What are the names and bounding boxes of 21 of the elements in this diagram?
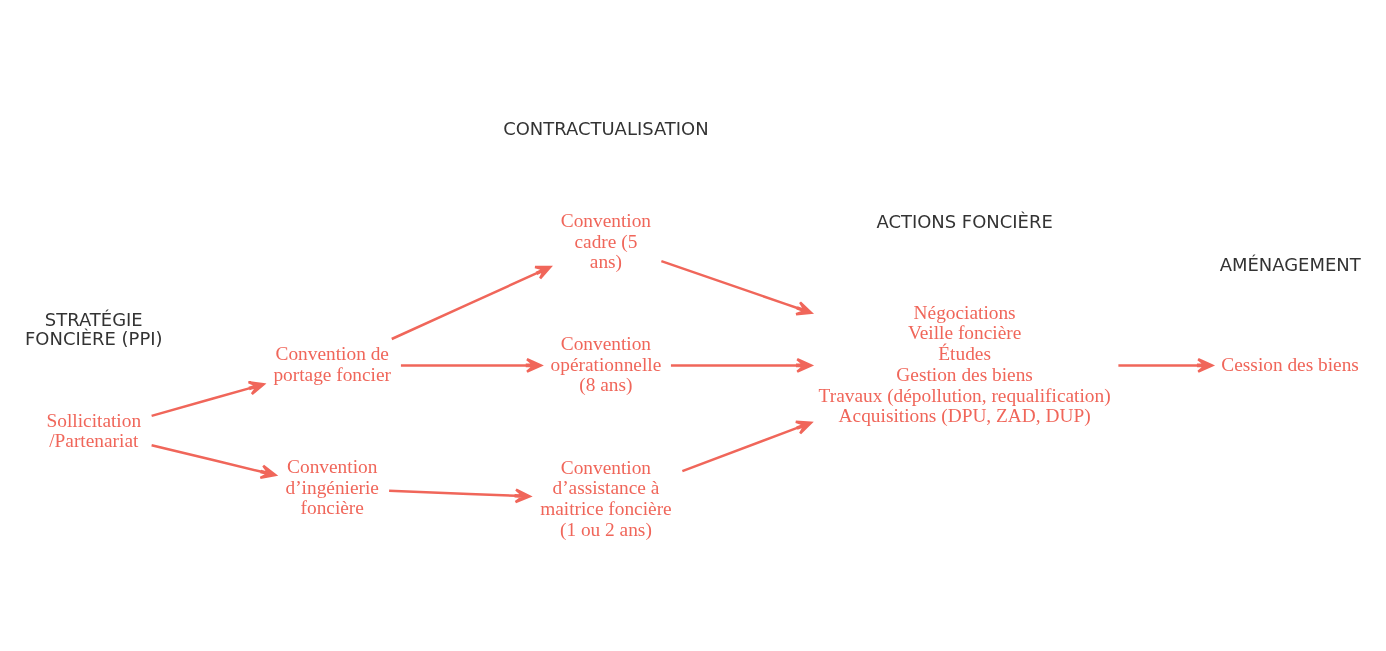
- arrow: [400, 357, 543, 373]
- label: CONTRACTUALISATION: [503, 117, 709, 139]
- node-text: Convention cadre (5 ans): [560, 209, 652, 272]
- node-text: Sollicitation /Partenariat: [46, 408, 142, 451]
- arrow: [681, 420, 813, 472]
- arrow: [670, 357, 813, 373]
- arrow: [391, 265, 552, 340]
- label: STRATÉGIE FONCIÈRE (PPI): [25, 308, 163, 349]
- arrow: [1118, 357, 1214, 373]
- arrow: [151, 380, 265, 417]
- node-text: Convention opérationnelle (8 ans): [550, 332, 662, 395]
- label: ACTIONS FONCIÈRE: [876, 210, 1053, 232]
- node-text: Convention d’assistance à maitrice foncière (1 ou 2 ans): [540, 455, 672, 540]
- node-text: Cession des biens: [1221, 353, 1359, 375]
- label: AMÉNAGEMENT: [1219, 253, 1361, 275]
- arrow: [389, 487, 531, 503]
- node-text: Négociations Veille foncière Études Gestion des biens Travaux (dépollution, requalification) Acquisitions (DPU, ZAD, DUP): [818, 301, 1111, 426]
- node-text: Convention d’ingénierie foncière: [285, 455, 379, 518]
- arrow: [151, 443, 277, 479]
- node-text: Convention de portage foncier: [273, 342, 392, 385]
- arrow: [660, 259, 813, 315]
